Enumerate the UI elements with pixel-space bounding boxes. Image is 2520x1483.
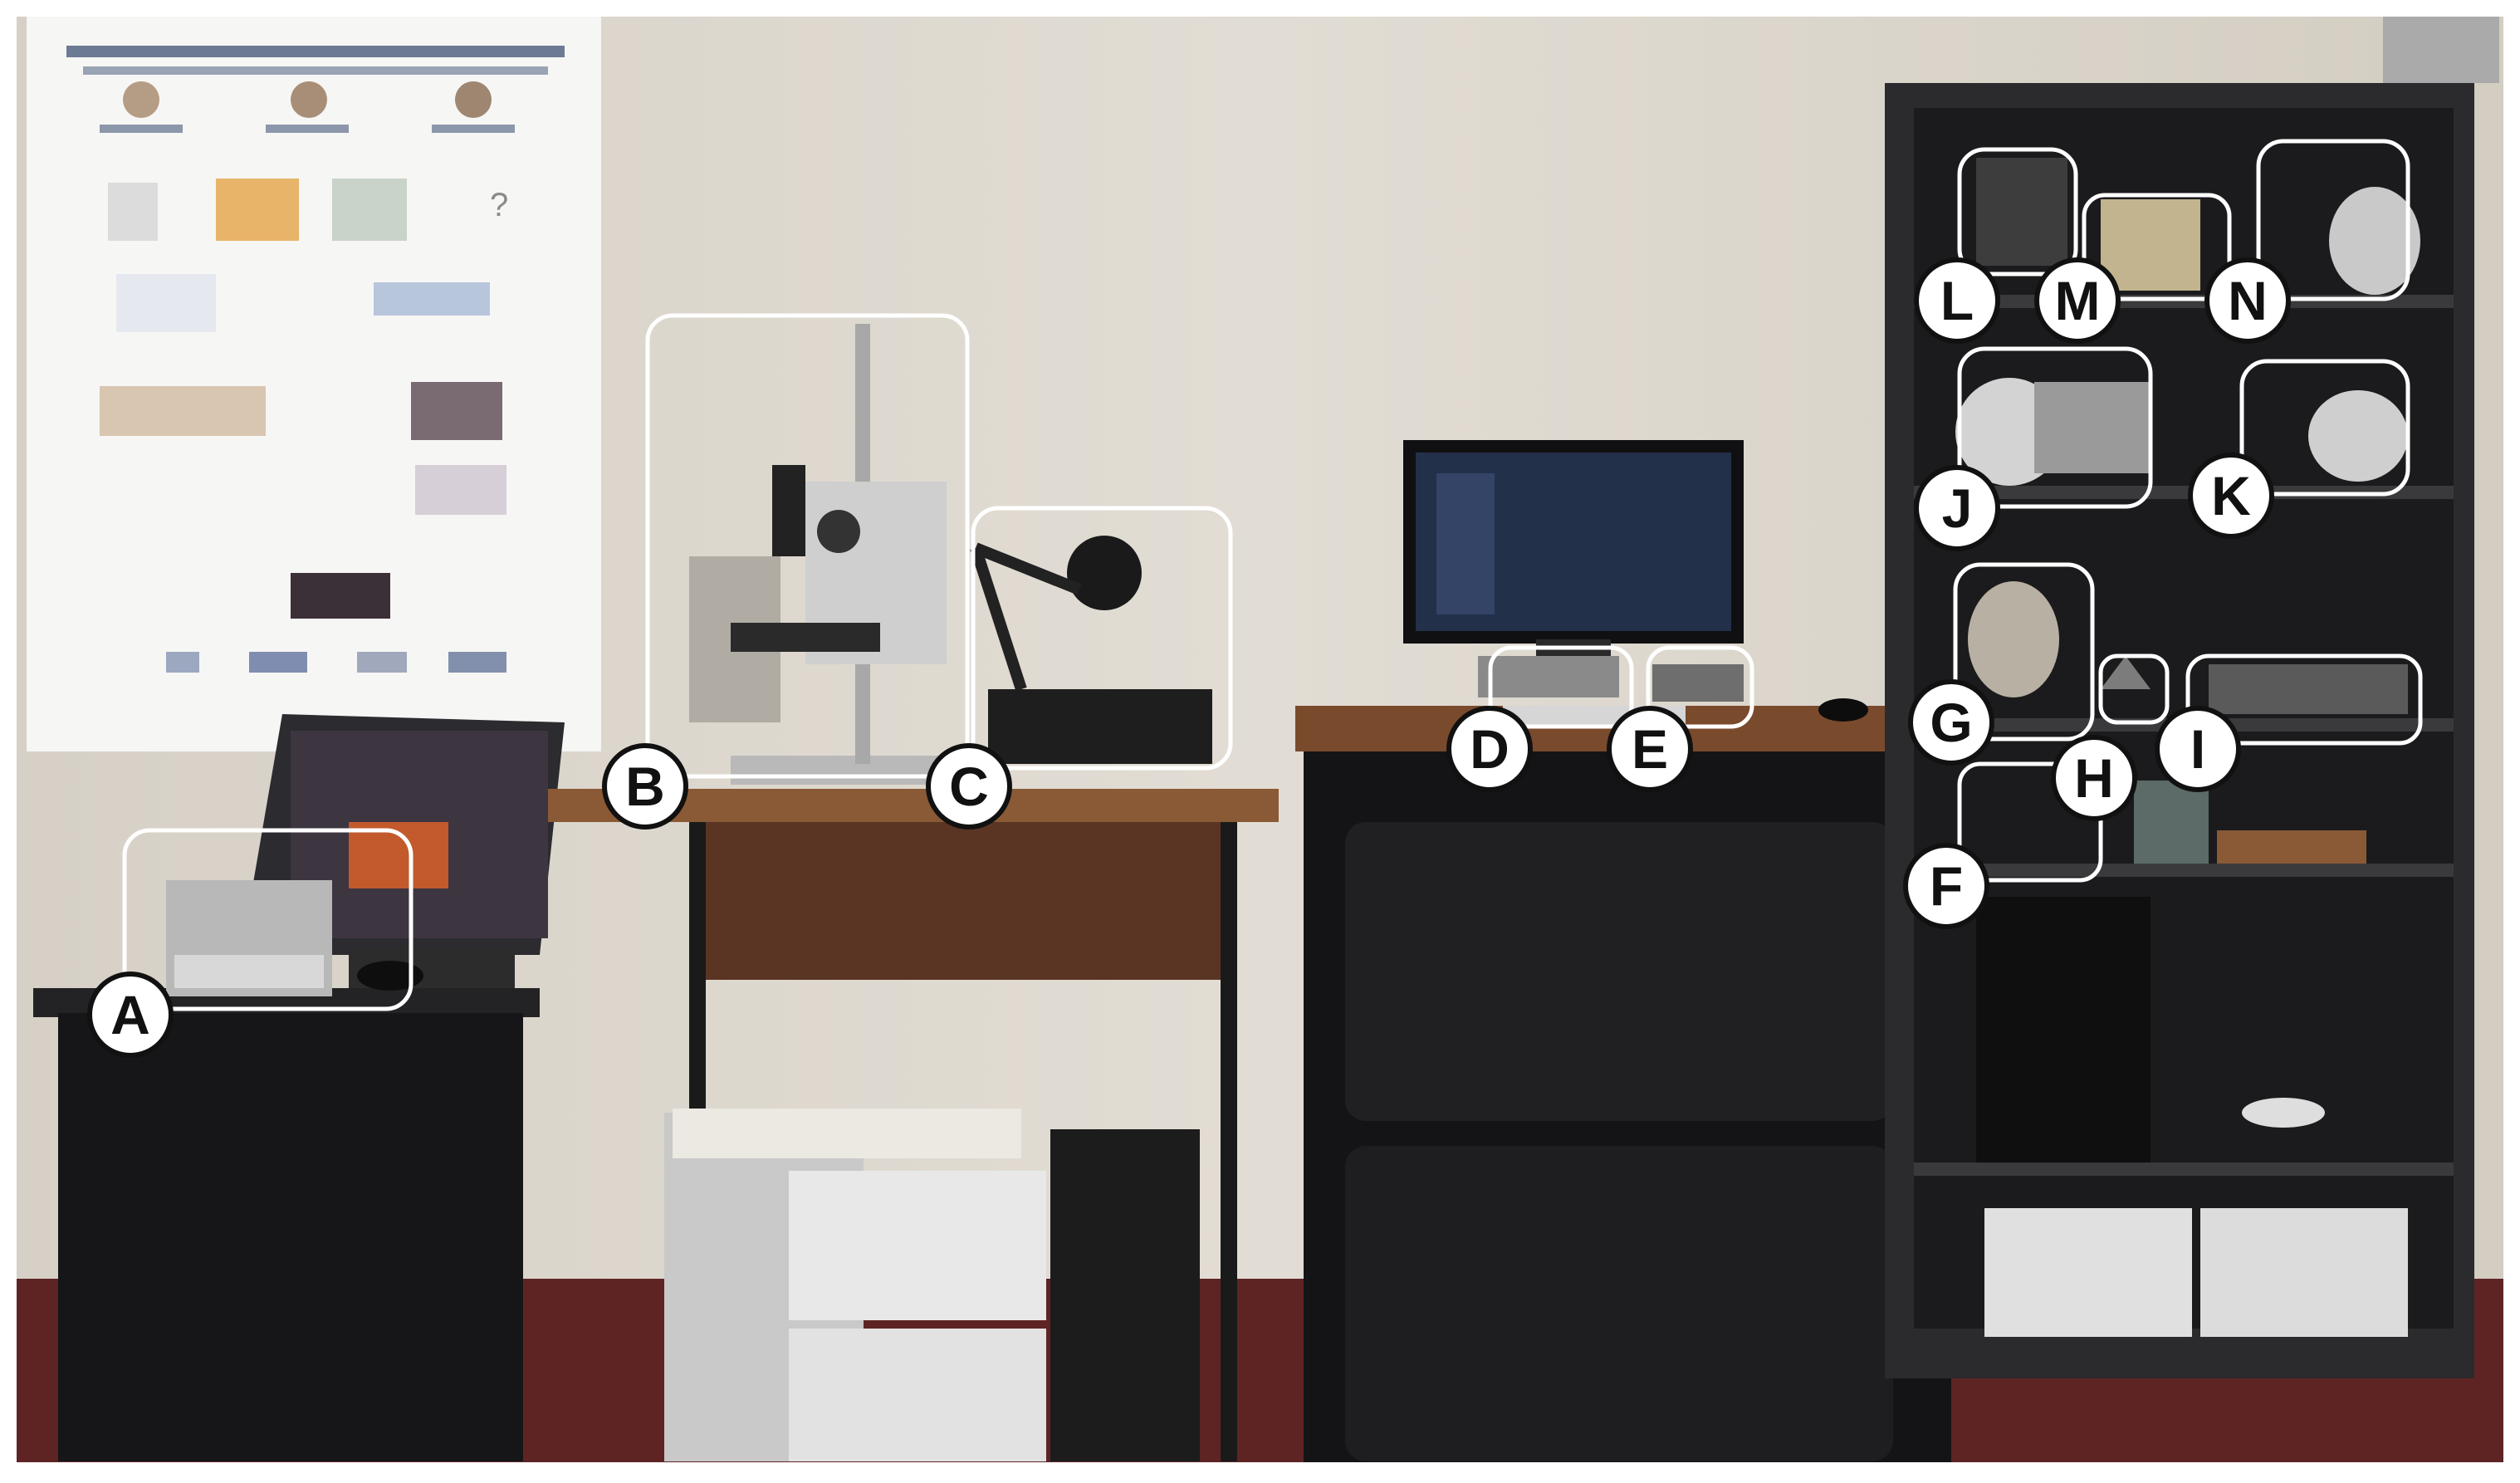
marker-j: J (1914, 465, 2000, 551)
marker-k: K (2188, 453, 2274, 539)
marker-b: B (602, 743, 688, 830)
marker-e: E (1607, 706, 1693, 792)
svg-text:?: ? (490, 187, 508, 223)
poster: ? (27, 17, 601, 751)
marker-n: N (2204, 257, 2291, 344)
marker-f: F (1903, 843, 1989, 929)
marker-h: H (2051, 735, 2137, 821)
marker-a: A (87, 972, 174, 1058)
marker-d: D (1446, 706, 1533, 792)
device-highlights (122, 139, 2423, 1011)
right-cart (1295, 440, 1960, 1462)
marker-i: I (2155, 706, 2241, 792)
marker-m: M (2034, 257, 2121, 344)
floor-equipment (664, 1109, 1200, 1461)
marker-g: G (1908, 679, 1994, 766)
marker-c: C (926, 743, 1012, 830)
left-desk (33, 714, 565, 1461)
marker-l: L (1914, 257, 2000, 344)
